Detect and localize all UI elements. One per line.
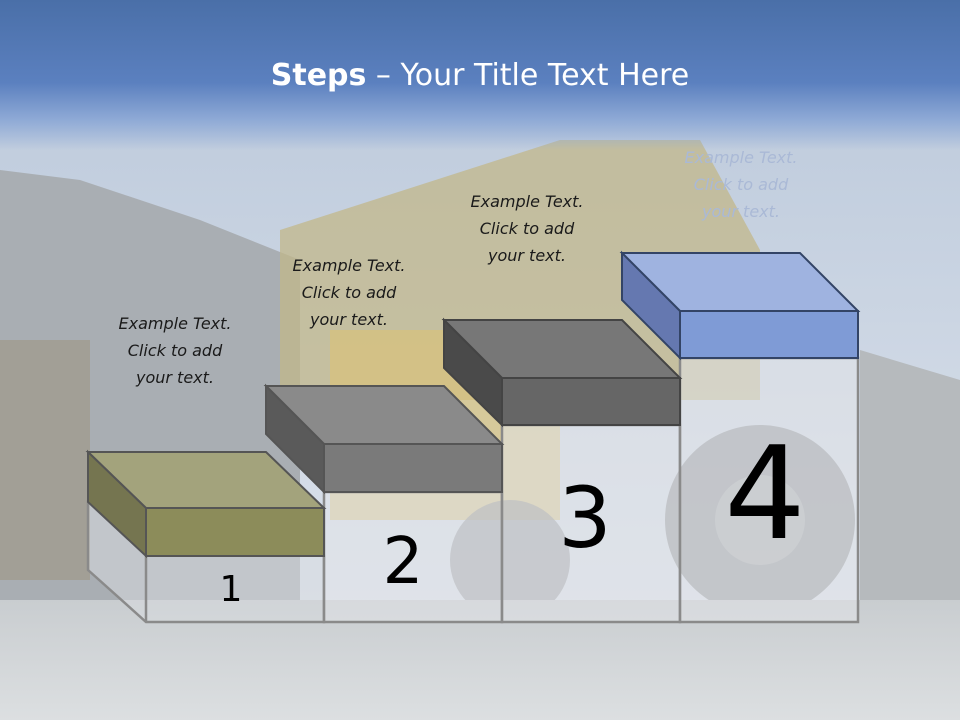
step-3-column xyxy=(500,423,682,624)
step-3-caption[interactable]: Example Text. Click to add your text. xyxy=(442,188,612,269)
step-3-number: 3 xyxy=(558,469,612,567)
step-2-caption[interactable]: Example Text. Click to add your text. xyxy=(264,252,434,333)
step-1-number: 1 xyxy=(219,569,243,610)
step-3-text: Example Text. Click to add your text. xyxy=(470,192,584,265)
step-1-text: Example Text. Click to add your text. xyxy=(118,314,232,387)
step-2-column xyxy=(322,490,504,624)
title-bold: Steps xyxy=(270,58,367,93)
step-2-number: 2 xyxy=(382,525,424,599)
step-4-block xyxy=(619,250,861,361)
step-1-caption[interactable]: Example Text. Click to add your text. xyxy=(90,310,260,391)
title-band xyxy=(0,0,960,150)
step-4-caption[interactable]: Example Text. Click to add your text. xyxy=(656,144,826,225)
step-2-block xyxy=(263,383,505,495)
step-1-block xyxy=(85,449,327,559)
step-4-text: Example Text. Click to add your text. xyxy=(684,148,798,221)
step-3-block xyxy=(441,317,683,428)
step-4-number: 4 xyxy=(724,420,806,569)
step-4-column xyxy=(678,356,860,624)
step-2-text: Example Text. Click to add your text. xyxy=(292,256,406,329)
slide-title[interactable]: Steps – Your Title Text Here xyxy=(0,56,960,96)
title-rest: – Your Title Text Here xyxy=(366,58,690,93)
